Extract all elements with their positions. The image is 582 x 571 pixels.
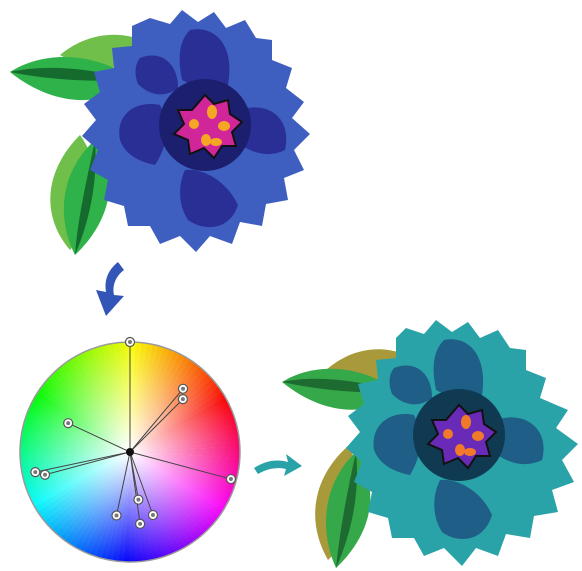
stamen — [210, 138, 222, 146]
flower-center — [413, 389, 505, 481]
color-marker-dot — [229, 477, 233, 481]
stamen — [207, 105, 217, 119]
color-marker-dot — [128, 340, 132, 344]
stamen — [189, 119, 199, 129]
color-marker-dot — [136, 498, 140, 502]
color-marker-dot — [33, 470, 37, 474]
color-marker-dot — [151, 513, 155, 517]
stamen — [455, 444, 465, 456]
color-marker-dot — [115, 513, 119, 517]
stamen — [464, 448, 476, 456]
stamen — [218, 121, 230, 131]
color-marker-dot — [138, 522, 142, 526]
stamen — [461, 415, 471, 429]
color-marker-dot — [66, 421, 70, 425]
stamen — [201, 134, 211, 146]
recolored-flower-artwork — [278, 310, 582, 571]
color-marker-dot — [43, 473, 47, 477]
color-wheel — [14, 336, 246, 568]
flower-center — [159, 79, 251, 171]
original-flower-artwork — [0, 0, 330, 262]
stamen — [472, 431, 484, 441]
curved-down-arrow-icon — [84, 258, 134, 320]
arrow-body — [96, 262, 124, 316]
color-marker-dot — [181, 387, 185, 391]
stamen — [443, 429, 453, 439]
wheel-center-dot — [126, 448, 134, 456]
color-marker-dot — [181, 397, 185, 401]
